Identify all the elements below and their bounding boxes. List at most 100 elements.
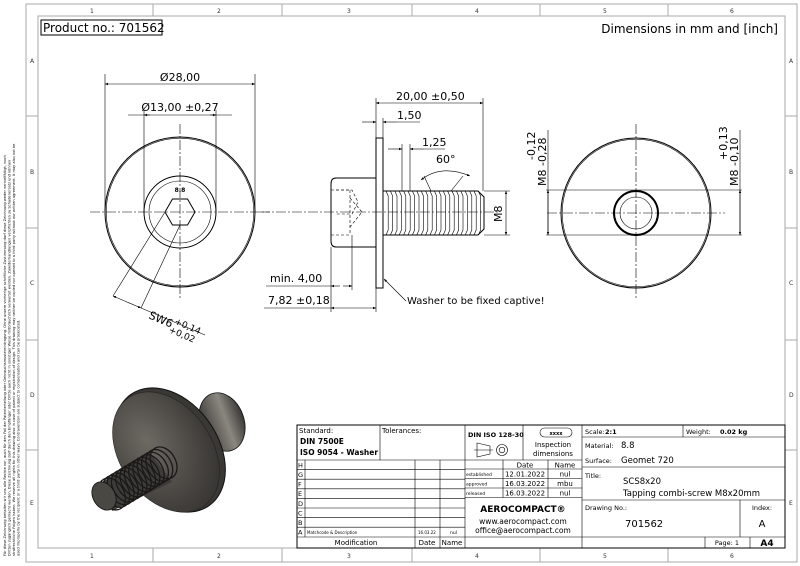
grid-col-3-bottom: 3 bbox=[347, 553, 351, 560]
grid-col-6-bottom: 6 bbox=[730, 553, 734, 560]
approval-label: released bbox=[466, 491, 485, 497]
notice-line: strafrechtliche Folgen haben. We reserve… bbox=[12, 143, 16, 556]
thread-ring bbox=[140, 451, 170, 485]
front-view: 8.8 Ø28,00 Ø13,00 ±0,27 SW6 +0,14 +0,02 bbox=[90, 71, 270, 346]
inspection-label-2: dimensions bbox=[533, 450, 573, 458]
thread-line bbox=[456, 190, 459, 236]
grid-col-4-bottom: 4 bbox=[475, 553, 479, 560]
notice-line: Dritten zugänglich gemacht werden. Diese… bbox=[8, 160, 12, 556]
surface-label: Surface: bbox=[585, 457, 612, 465]
grid-col-5: 5 bbox=[603, 8, 607, 15]
thread-line bbox=[429, 190, 433, 236]
standard-2: ISO 9054 - Washer bbox=[300, 448, 378, 457]
grid-row-a: A bbox=[30, 58, 35, 65]
dim-left-tol: -0,12 bbox=[525, 132, 538, 160]
standard-1: DIN 7500E bbox=[300, 437, 344, 446]
copyright-notice: Für diese Zeichnung behalten wir uns all… bbox=[3, 143, 21, 556]
approval-date: 16.03.2022 bbox=[505, 480, 545, 488]
thread-ring bbox=[145, 448, 174, 482]
thread-line bbox=[473, 190, 477, 236]
thread-line bbox=[425, 190, 429, 236]
thread-line bbox=[420, 190, 424, 236]
revision-g: G bbox=[298, 471, 303, 479]
thread-line bbox=[407, 190, 411, 236]
modification-header: Modification bbox=[335, 539, 378, 547]
revision-a: A bbox=[298, 529, 303, 537]
grid-col-2: 2 bbox=[217, 8, 221, 15]
revision-e: E bbox=[298, 490, 302, 498]
grid-row-b: B bbox=[30, 169, 34, 176]
title-block: Standard: DIN 7500E ISO 9054 - Washer To… bbox=[296, 424, 786, 549]
thread-ring bbox=[149, 446, 178, 480]
dim-length: 20,00 ±0,50 bbox=[396, 90, 465, 103]
surface-value: Geomet 720 bbox=[621, 456, 674, 466]
thread-line bbox=[403, 190, 407, 236]
dim-outer-diameter: Ø28,00 bbox=[160, 71, 200, 84]
dim-washer-thickness: 1,50 bbox=[397, 109, 422, 122]
inspection-badge: xxxx bbox=[550, 431, 564, 437]
grid-col-4: 4 bbox=[475, 8, 479, 15]
material-label: Material: bbox=[585, 442, 614, 450]
approval-row: approved 16.03.2022 mbu bbox=[466, 480, 573, 488]
grid-row-a-right: A bbox=[789, 58, 794, 65]
scale-value: 2:1 bbox=[605, 428, 617, 436]
inspection-label-1: Inspection bbox=[535, 441, 571, 449]
revision-d: D bbox=[298, 500, 303, 508]
notice-line: used improperly by the recipient or a th… bbox=[17, 320, 21, 556]
grid-row-d: D bbox=[30, 392, 35, 399]
approval-name: nul bbox=[560, 471, 571, 479]
isometric-render bbox=[91, 387, 246, 513]
index-label: Index: bbox=[752, 504, 772, 512]
revision-f: F bbox=[298, 481, 302, 489]
thread-line bbox=[434, 190, 437, 236]
company-website[interactable]: www.aerocompact.com bbox=[479, 517, 567, 526]
thread-line bbox=[442, 190, 446, 236]
head-mark: 8.8 bbox=[175, 187, 186, 194]
grid-row-c-right: C bbox=[789, 280, 793, 287]
projection-symbol-icon bbox=[474, 442, 508, 458]
scale-label: Scale: bbox=[585, 428, 605, 436]
company-email[interactable]: office@aerocompact.com bbox=[475, 526, 571, 535]
dim-inner-diameter: Ø13,00 ±0,27 bbox=[141, 101, 218, 114]
title-line-2: Tapping combi-screw M8x20mm bbox=[622, 489, 760, 499]
drawing-no-value: 701562 bbox=[625, 519, 663, 530]
material-value: 8.8 bbox=[621, 441, 635, 451]
dim-right-tol: +0,13 bbox=[717, 126, 730, 160]
drawing-no-label: Drawing No.: bbox=[585, 504, 627, 512]
thread-ring bbox=[123, 461, 152, 495]
end-view: M8 -0,28 -0,12 M8 -0,10 +0,13 bbox=[525, 124, 742, 300]
thread-line bbox=[469, 190, 473, 236]
grid-row-d-right: D bbox=[789, 392, 794, 399]
approval-name: nul bbox=[560, 490, 571, 498]
approval-row: released 16.03.2022 nul bbox=[466, 490, 570, 498]
grid-col-5-bottom: 5 bbox=[603, 553, 607, 560]
modification-name-header: Name bbox=[442, 539, 463, 547]
approval-date: 12.01.2022 bbox=[505, 471, 545, 479]
revision-b: B bbox=[298, 519, 302, 527]
revision-a-date: 16.03.22 bbox=[418, 530, 436, 535]
washer-note: Washer to be fixed captive! bbox=[407, 296, 545, 307]
tolerances-label: Tolerances: bbox=[381, 427, 421, 435]
approval-label: established bbox=[466, 472, 492, 478]
dim-thread: M8 bbox=[492, 206, 505, 223]
dim-right-thread: M8 -0,10 bbox=[728, 138, 741, 186]
revision-h: H bbox=[298, 462, 303, 470]
approval-label: approved bbox=[466, 482, 487, 488]
index-value: A bbox=[759, 519, 766, 530]
units-note: Dimensions in mm and [inch] bbox=[601, 22, 778, 36]
revision-a-description: Matchcode & Description bbox=[307, 530, 358, 535]
thread-line bbox=[385, 190, 389, 236]
thread-line bbox=[447, 190, 451, 236]
thread-line bbox=[412, 190, 415, 236]
dim-socket-depth: min. 4,00 bbox=[270, 272, 322, 285]
thread-ring bbox=[136, 454, 165, 488]
approval-name: mbu bbox=[557, 480, 573, 488]
title-label: Title: bbox=[584, 472, 601, 480]
thread-ring bbox=[128, 459, 157, 493]
grid-col-2-bottom: 2 bbox=[217, 553, 221, 560]
revision-c: C bbox=[298, 509, 303, 517]
thread-line bbox=[478, 190, 481, 236]
thread-line bbox=[464, 190, 468, 236]
grid-row-e: E bbox=[30, 500, 34, 507]
standard-label: Standard: bbox=[299, 427, 333, 435]
